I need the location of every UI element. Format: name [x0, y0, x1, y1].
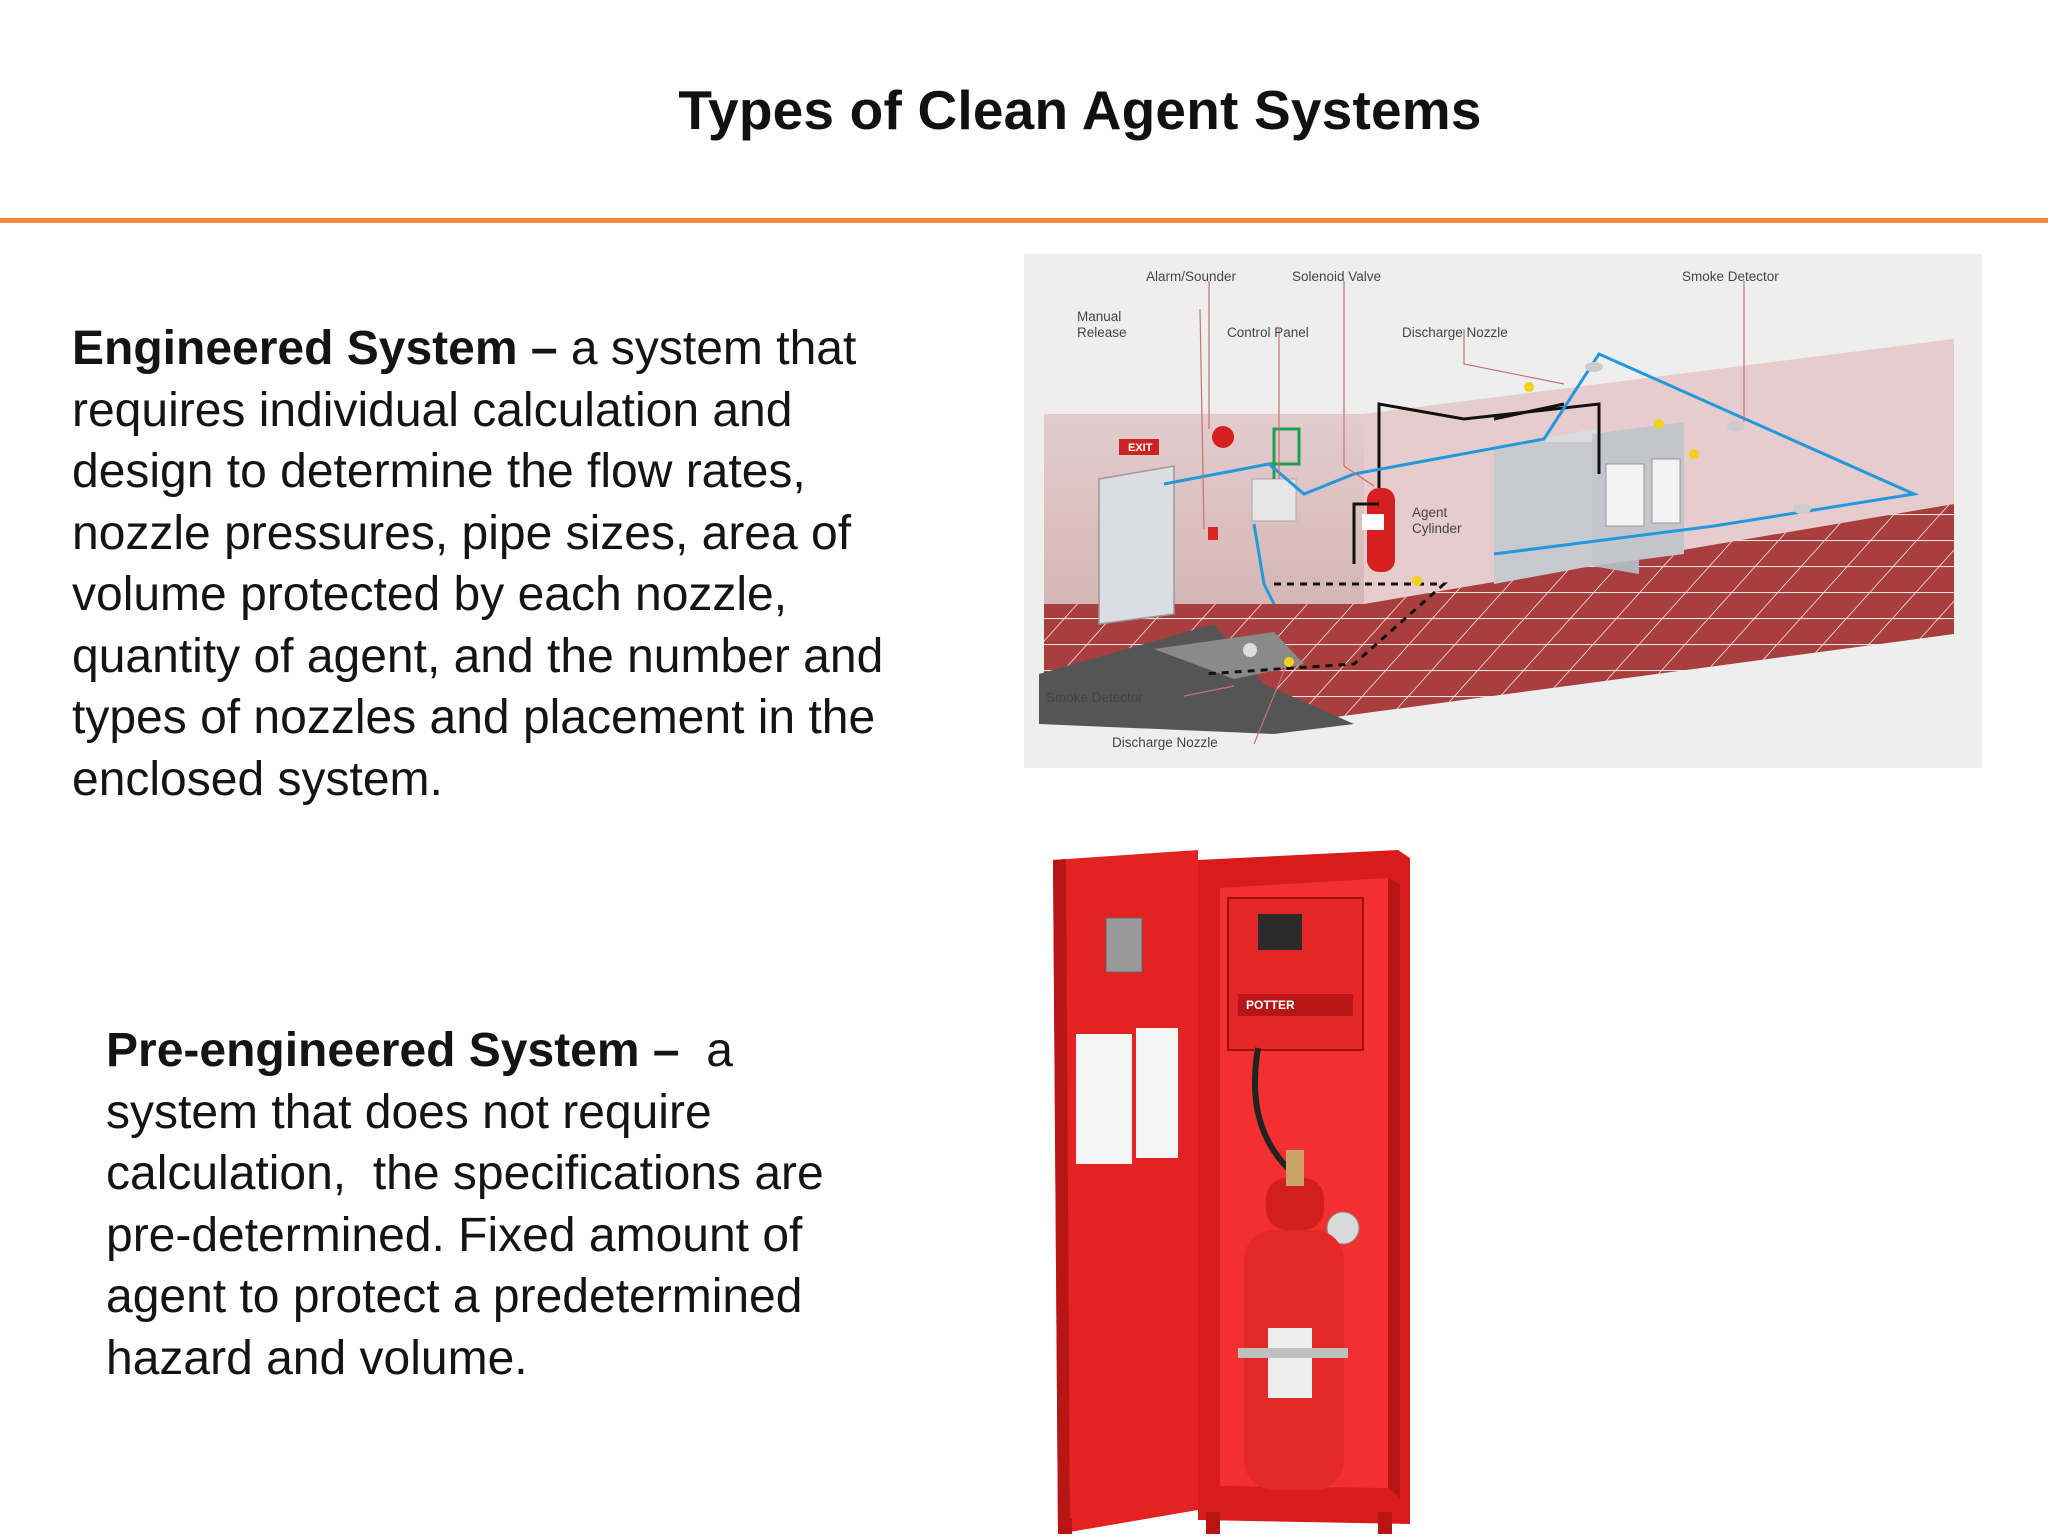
pre-engineered-line-6: hazard and volume.	[106, 1331, 528, 1385]
engineered-line-7: types of nozzles and placement in the	[72, 691, 876, 744]
brand-logo-text: POTTER	[1246, 998, 1295, 1012]
pre-engineered-line-3: calculation, the specifications are	[106, 1147, 824, 1200]
smoke-detector-bottom-label: Smoke Detector	[1046, 690, 1143, 705]
engineered-line-1: a system that	[557, 322, 857, 375]
agent-cylinder-label-line-2: Cylinder	[1412, 521, 1462, 536]
exit-sign	[1119, 439, 1159, 455]
pre-engineered-line-5: agent to protect a predetermined	[106, 1270, 803, 1323]
discharge-nozzle-top-label: Discharge Nozzle	[1402, 325, 1508, 340]
engineered-line-6: quantity of agent, and the number and	[72, 629, 884, 683]
solenoid-valve-label: Solenoid Valve	[1292, 269, 1381, 284]
alarm-sounder-icon	[1212, 426, 1234, 448]
engineered-line-3: design to determine the flow rates,	[72, 445, 806, 498]
manual-release-label-line-2: Release	[1077, 325, 1127, 340]
control-panel-label: Control Panel	[1227, 325, 1309, 340]
discharge-nozzle-bottom-label: Discharge Nozzle	[1112, 735, 1218, 750]
pre-engineered-system-term: Pre-engineered System –	[106, 1024, 680, 1077]
alarm-sounder-label: Alarm/Sounder	[1146, 269, 1237, 284]
exit-sign-text: EXIT	[1128, 442, 1153, 454]
engineered-system-diagram: EXIT Alarm/Sounder Solenoid Valve Smoke …	[1024, 254, 1982, 768]
engineered-line-4: nozzle pressures, pipe sizes, area of	[72, 506, 852, 560]
pre-engineered-line-2: system that does not require	[106, 1085, 712, 1139]
engineered-line-2: requires individual calculation and	[72, 383, 793, 437]
manual-release-label-line-1: Manual	[1077, 309, 1121, 324]
engineered-system-term: Engineered System –	[72, 322, 558, 375]
engineered-line-8: enclosed system.	[72, 752, 443, 806]
agent-cylinder-label-line-1: Agent	[1412, 505, 1448, 520]
pre-engineered-system-paragraph: Pre-engineered System – a system that doe…	[106, 1020, 936, 1389]
pre-engineered-line-4: pre-determined. Fixed amount of	[106, 1208, 803, 1262]
pre-engineered-line-1: a	[679, 1024, 733, 1077]
pre-engineered-cabinet-image: POTTER	[1053, 850, 1410, 1534]
smoke-detector-top-label: Smoke Detector	[1682, 269, 1779, 284]
engineered-system-paragraph: Engineered System – a system that require…	[72, 318, 972, 810]
slide-title: Types of Clean Agent Systems	[678, 79, 1482, 141]
engineered-line-5: volume protected by each nozzle,	[72, 568, 788, 621]
title-divider	[0, 218, 2048, 223]
